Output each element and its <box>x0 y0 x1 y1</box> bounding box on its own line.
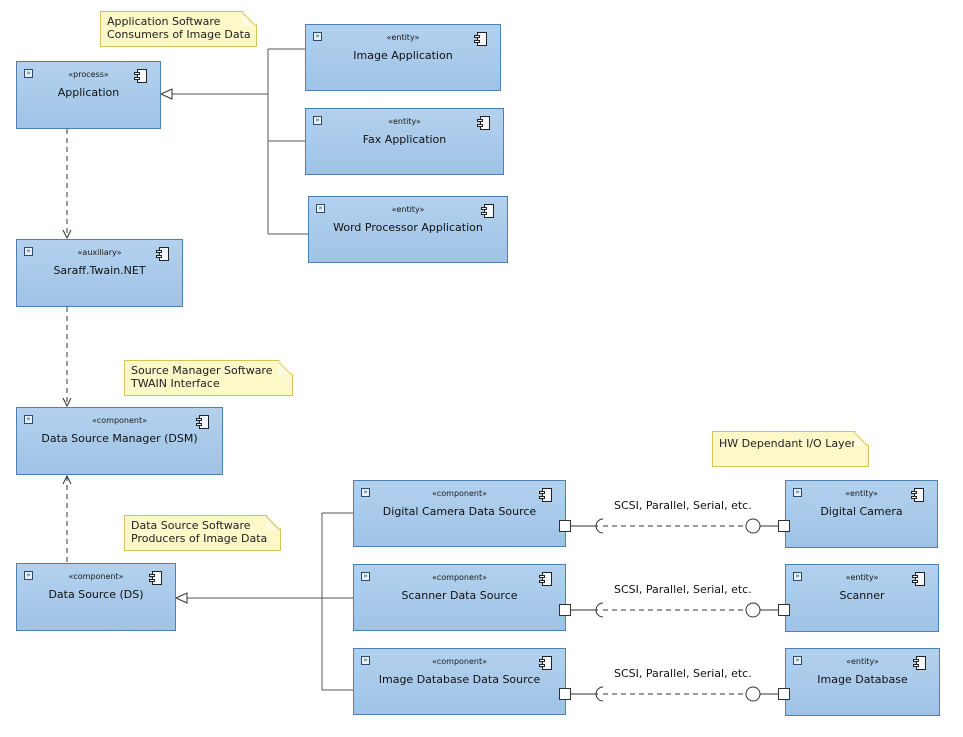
note-line: Producers of Image Data <box>131 532 268 545</box>
connector-label-scanner: SCSI, Parallel, Serial, etc. <box>614 583 752 596</box>
component-saraff-twain-net[interactable]: » «auxiliary» Saraff.Twain.NET <box>16 239 183 307</box>
component-icon <box>539 572 552 586</box>
collapse-icon[interactable]: » <box>793 572 802 581</box>
port-scanner[interactable] <box>778 604 790 616</box>
component-name: Digital Camera <box>820 505 903 518</box>
component-icon <box>911 488 924 502</box>
collapse-icon[interactable]: » <box>361 572 370 581</box>
component-icon <box>481 204 494 218</box>
stereotype-label: «component» <box>431 657 488 666</box>
stereotype-label: «entity» <box>845 489 878 498</box>
stereotype-label: «entity» <box>391 205 425 214</box>
stereotype-label: «component» <box>68 572 124 581</box>
port-imgdb-ds[interactable] <box>559 688 571 700</box>
collapse-icon[interactable]: » <box>316 204 325 213</box>
port-camera[interactable] <box>778 520 790 532</box>
note-line: HW Dependant I/O Layer <box>719 437 856 450</box>
collapse-icon[interactable]: » <box>24 247 33 256</box>
stereotype-label: «component» <box>91 416 148 425</box>
component-data-source[interactable]: » «component» Data Source (DS) <box>16 563 176 631</box>
component-image-database-data-source[interactable]: » «component» Image Database Data Source <box>353 648 566 715</box>
component-icon <box>477 116 490 130</box>
collapse-icon[interactable]: » <box>793 656 802 665</box>
stereotype-label: «component» <box>431 573 488 582</box>
stereotype-label: «entity» <box>846 657 879 666</box>
stereotype-label: «auxiliary» <box>77 248 122 257</box>
component-icon <box>196 415 209 429</box>
port-scanner-ds[interactable] <box>559 604 571 616</box>
component-name: Data Source Manager (DSM) <box>41 432 198 445</box>
assembly-camera[interactable] <box>571 518 778 534</box>
note-line: TWAIN Interface <box>131 377 220 390</box>
component-image-application[interactable]: » «entity» Image Application <box>305 24 501 91</box>
collapse-icon[interactable]: » <box>24 415 33 424</box>
note-application-software[interactable]: Application Software Consumers of Image … <box>100 11 257 47</box>
stereotype-label: «entity» <box>386 33 420 42</box>
generalization-apps[interactable] <box>159 48 308 235</box>
connector-label-camera: SCSI, Parallel, Serial, etc. <box>614 499 752 512</box>
generalization-data-sources[interactable] <box>174 512 353 691</box>
port-image-database[interactable] <box>778 688 790 700</box>
assembly-image-database[interactable] <box>571 686 778 702</box>
component-icon <box>156 247 169 261</box>
component-icon <box>912 572 925 586</box>
collapse-icon[interactable]: » <box>313 32 322 41</box>
component-digital-camera-data-source[interactable]: » «component» Digital Camera Data Source <box>353 480 566 547</box>
stereotype-label: «entity» <box>388 117 421 126</box>
component-scanner-data-source[interactable]: » «component» Scanner Data Source <box>353 564 566 631</box>
stereotype-label: «component» <box>431 489 488 498</box>
port-camera-ds[interactable] <box>559 520 571 532</box>
note-source-manager[interactable]: Source Manager Software TWAIN Interface <box>124 360 293 396</box>
stereotype-label: «entity» <box>845 573 879 582</box>
assembly-scanner[interactable] <box>571 602 778 618</box>
component-icon <box>474 32 487 46</box>
component-word-processor-application[interactable]: » «entity» Word Processor Application <box>308 196 508 263</box>
note-data-source-software[interactable]: Data Source Software Producers of Image … <box>124 515 281 551</box>
component-digital-camera[interactable]: » «entity» Digital Camera <box>785 480 938 548</box>
component-icon <box>134 69 147 83</box>
component-name: Application <box>57 86 120 99</box>
note-line: Consumers of Image Data <box>107 28 251 41</box>
component-name: Data Source (DS) <box>48 588 144 601</box>
component-icon <box>913 656 926 670</box>
component-image-database[interactable]: » «entity» Image Database <box>785 648 940 716</box>
component-data-source-manager[interactable]: » «component» Data Source Manager (DSM) <box>16 407 223 475</box>
stereotype-label: «process» <box>68 70 109 79</box>
note-hw-io-layer[interactable]: HW Dependant I/O Layer <box>712 431 869 467</box>
component-name: Image Database <box>817 673 908 686</box>
note-line: Application Software <box>107 15 221 28</box>
note-line: Source Manager Software <box>131 364 273 377</box>
component-name: Scanner Data Source <box>401 589 518 602</box>
connector-label-image-database: SCSI, Parallel, Serial, etc. <box>614 667 752 680</box>
component-icon <box>149 571 162 585</box>
component-application[interactable]: » «process» Application <box>16 61 161 129</box>
collapse-icon[interactable]: » <box>361 656 370 665</box>
component-scanner[interactable]: » «entity» Scanner <box>785 564 939 632</box>
component-name: Image Database Data Source <box>378 673 541 686</box>
component-name: Saraff.Twain.NET <box>53 264 146 277</box>
collapse-icon[interactable]: » <box>24 571 33 580</box>
collapse-icon[interactable]: » <box>793 488 802 497</box>
component-name: Image Application <box>353 49 453 62</box>
collapse-icon[interactable]: » <box>361 488 370 497</box>
component-name: Digital Camera Data Source <box>382 505 537 518</box>
collapse-icon[interactable]: » <box>24 69 33 78</box>
component-icon <box>539 488 552 502</box>
component-fax-application[interactable]: » «entity» Fax Application <box>305 108 504 175</box>
component-name: Scanner <box>839 589 885 602</box>
component-name: Word Processor Application <box>333 221 483 234</box>
component-name: Fax Application <box>362 133 447 146</box>
collapse-icon[interactable]: » <box>313 116 322 125</box>
component-icon <box>539 656 552 670</box>
note-line: Data Source Software <box>131 519 251 532</box>
